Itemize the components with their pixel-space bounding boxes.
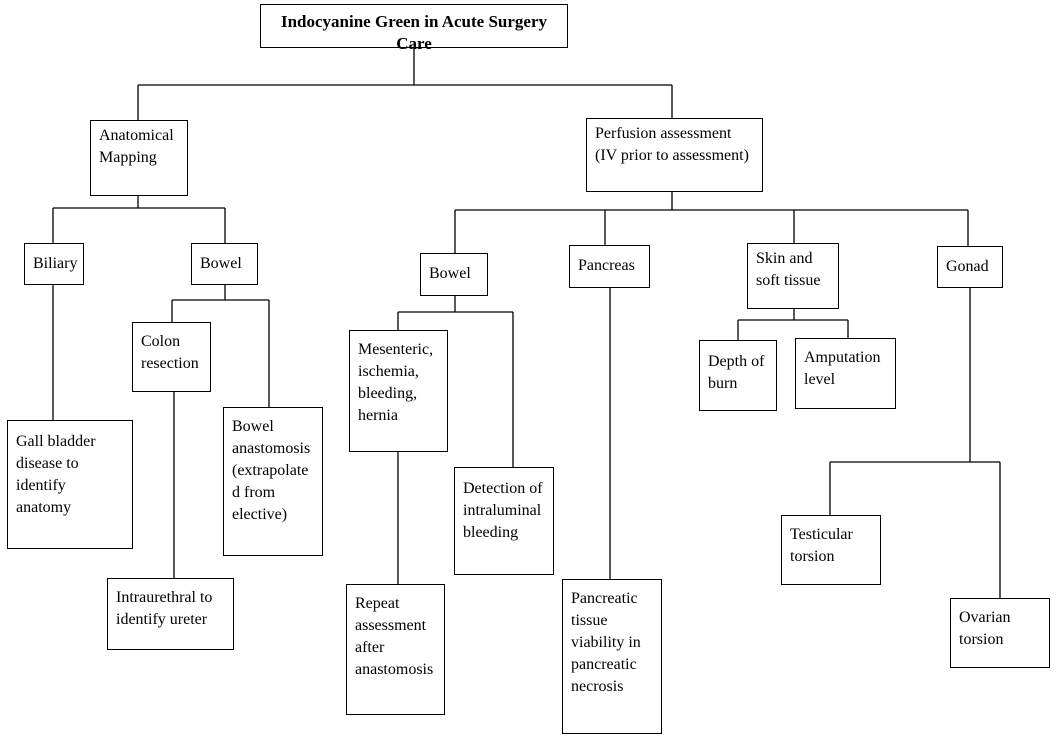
node-bowel-anastomosis: Bowel anastomosis (extrapolate d from el… — [223, 407, 323, 556]
node-colon-resection: Colon resection — [132, 322, 211, 392]
node-mesenteric: Mesenteric, ischemia, bleeding, hernia — [349, 330, 448, 452]
title-node: Indocyanine Green in Acute Surgery Care — [260, 4, 568, 53]
node-pancreas: Pancreas — [569, 245, 650, 288]
node-perfusion-assessment: Perfusion assessment (IV prior to assess… — [586, 118, 763, 192]
node-anatomical-mapping: Anatomical Mapping — [90, 120, 188, 196]
node-intraurethral: Intraurethral to identify ureter — [107, 578, 234, 650]
node-amputation-level: Amputation level — [795, 338, 896, 409]
node-ovarian-torsion: Ovarian torsion — [950, 598, 1050, 668]
node-bowel-mapping: Bowel — [191, 243, 258, 285]
node-intraluminal-bleeding: Detection of intraluminal bleeding — [454, 467, 554, 575]
node-skin-soft-tissue: Skin and soft tissue — [747, 243, 839, 309]
node-testicular-torsion: Testicular torsion — [781, 515, 881, 585]
node-depth-of-burn: Depth of burn — [699, 340, 777, 411]
node-bowel-perfusion: Bowel — [420, 253, 488, 296]
node-biliary: Biliary — [24, 243, 84, 285]
node-gonad: Gonad — [937, 246, 1003, 288]
node-pancreatic-tissue: Pancreatic tissue viability in pancreati… — [562, 579, 662, 734]
node-repeat-assessment: Repeat assessment after anastomosis — [346, 584, 445, 715]
node-gall-bladder: Gall bladder disease to identify anatomy — [7, 420, 133, 549]
